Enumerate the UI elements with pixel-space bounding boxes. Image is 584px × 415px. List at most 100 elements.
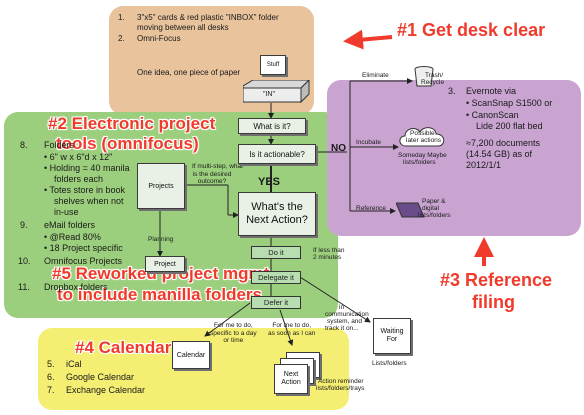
heading-reference-line1: #3 Reference [440, 270, 553, 290]
what-is-it-label: What is it? [253, 121, 291, 131]
multistep-line2: is the desired [192, 170, 232, 178]
heading-get-desk-clear: #1 Get desk clear [397, 20, 546, 40]
evernote-docs-line3: 2012/1/1 [466, 160, 502, 170]
folders-bullet2-line1: Holding = 40 manila [49, 163, 130, 173]
evernote-bullet2: • CanonScan [466, 110, 519, 120]
next-action-tray-line2: Action [281, 379, 301, 386]
calendar-item7-num: 7. [47, 385, 55, 395]
delegate-it-label: Delegate it [258, 273, 294, 282]
incubate-label: Incubate [356, 139, 381, 146]
heading-electronic-tools-line2: tools (omnifocus) [56, 134, 199, 153]
recycle-label: Recycle [421, 79, 445, 86]
someday-lists-label: lists/folders [403, 159, 436, 166]
possible-line2: later actions [406, 137, 442, 144]
waiting-for-box: Waiting For [373, 318, 411, 354]
multistep-line3: outcome? [197, 178, 227, 185]
calendar-item5-text: iCal [66, 359, 82, 369]
folders-item10-text: Omnifocus Projects [44, 256, 123, 266]
evernote-bullet2-line1: CanonScan [471, 110, 519, 120]
defer-it-box: Defer it [251, 296, 301, 309]
email-bullet1-text: @Read 80% [49, 232, 101, 242]
calendar-item6-num: 6. [47, 372, 55, 382]
for-me-asap-line1: For me to do, [272, 322, 311, 329]
folders-bullet2: • Holding = 40 manila [44, 163, 130, 173]
in-comm-line4: track it on... [325, 325, 359, 332]
in-comm-line1: in [339, 304, 345, 311]
do-it-label: Do it [268, 248, 284, 257]
delegate-it-box: Delegate it [251, 271, 301, 284]
desk-item2-text: Omni-Focus [137, 34, 181, 43]
for-me-specific-line3: or time [223, 337, 244, 344]
evernote-num: 3. [448, 86, 456, 96]
cloud-icon [399, 127, 445, 147]
folders-bullet3-line1: Totes store in book [49, 185, 126, 195]
heading-reference-line2: filing [472, 292, 515, 312]
next-action-tray: Next Action [274, 364, 308, 394]
folders-bullet3: • Totes store in book [44, 185, 126, 195]
next-action-line1: What's the [251, 201, 303, 213]
heading-calendar: #4 Calendar [75, 338, 172, 357]
for-me-specific-line1: For me to do, [213, 322, 253, 329]
evernote-docs-line2: (14.54 GB) as of [466, 149, 533, 159]
do-it-box: Do it [251, 246, 301, 259]
folders-item9-num: 9. [20, 220, 28, 230]
for-me-asap-note: For me to do, as soon as I can [268, 322, 315, 337]
email-bullet1: • @Read 80% [44, 232, 101, 242]
folders-bullet1-text: 6" w x 6"d x 12" [49, 152, 113, 162]
folders-item8-num: 8. [20, 140, 28, 150]
evernote-bullet2-line2: Lide 200 flat bed [476, 121, 543, 131]
desk-item1-line2: moving between all desks [137, 23, 229, 32]
project-clipboard-small: Project [145, 256, 185, 272]
evernote-title: Evernote via [466, 86, 517, 96]
is-it-actionable-box: Is it actionable? [238, 144, 316, 164]
less-than-2-line1: If less than [313, 247, 345, 254]
waiting-line1: Waiting [380, 328, 404, 335]
in-comm-line3: system, and [327, 318, 363, 325]
waiting-lists-label: Lists/folders [372, 360, 407, 367]
folders-bullet3-line3: in-use [54, 207, 79, 217]
evernote-bullet1-text: ScanSnap S1500 or [471, 98, 553, 108]
action-reminder-line1: Action reminder [318, 378, 364, 385]
desk-item1-line1: 3"x5" cards & red plastic "INBOX" folder [137, 13, 279, 22]
folders-item11-text: Dropbox folders [44, 282, 108, 292]
folders-bullet3-line2: shelves when not [54, 196, 124, 206]
for-me-specific-note: For me to do, specific to a day or time [210, 322, 257, 345]
defer-it-label: Defer it [263, 298, 289, 307]
email-bullet2: • 18 Project specific [44, 243, 123, 253]
stuff-label: Stuff [266, 62, 280, 68]
calendar-icon-label: Calendar [176, 351, 206, 359]
folders-item9-text: eMail folders [44, 220, 96, 230]
projects-label: Projects [148, 182, 174, 190]
evernote-bullet1: • ScanSnap S1500 or [466, 98, 553, 108]
paper-line3: lists/folders [418, 212, 451, 219]
folders-item10-num: 10. [18, 256, 31, 266]
evernote-docs-line1: ≈7,200 documents [466, 138, 540, 148]
projects-clipboard: Projects [137, 163, 185, 209]
no-label: NO [331, 143, 346, 154]
project-partial-label: Project [154, 260, 176, 268]
desk-item1-num: 1. [118, 13, 125, 22]
yes-label: YES [258, 176, 281, 188]
calendar-book-icon: Calendar [172, 341, 210, 369]
calendar-item7-text: Exchange Calendar [66, 385, 146, 395]
planning-label: Planning [148, 236, 174, 243]
multistep-note: If multi-step, what is the desired outco… [192, 163, 243, 186]
for-me-asap-line2: as soon as I can [268, 329, 316, 337]
paper-line1: Paper & [422, 198, 446, 205]
waiting-line2: For [386, 336, 398, 343]
possible-line1: Possible [410, 130, 435, 137]
in-comm-line2: communication [325, 311, 369, 318]
next-action-tray-line1: Next [283, 371, 299, 378]
multistep-line1: If multi-step, what [192, 163, 243, 170]
less-than-2-line2: 2 minutes [313, 254, 342, 261]
for-me-specific-line2: specific to a day [210, 329, 257, 337]
desk-tagline: One idea, one piece of paper [137, 68, 241, 77]
reference-label: Reference [356, 205, 386, 212]
calendar-item6-text: Google Calendar [66, 372, 135, 382]
folders-item8-text: Folders [44, 140, 75, 150]
eliminate-label: Eliminate [362, 72, 389, 79]
heading-electronic-tools-line1: #2 Electronic project [48, 114, 216, 133]
is-it-actionable-label: Is it actionable? [249, 149, 305, 159]
what-is-it-box: What is it? [238, 118, 306, 134]
